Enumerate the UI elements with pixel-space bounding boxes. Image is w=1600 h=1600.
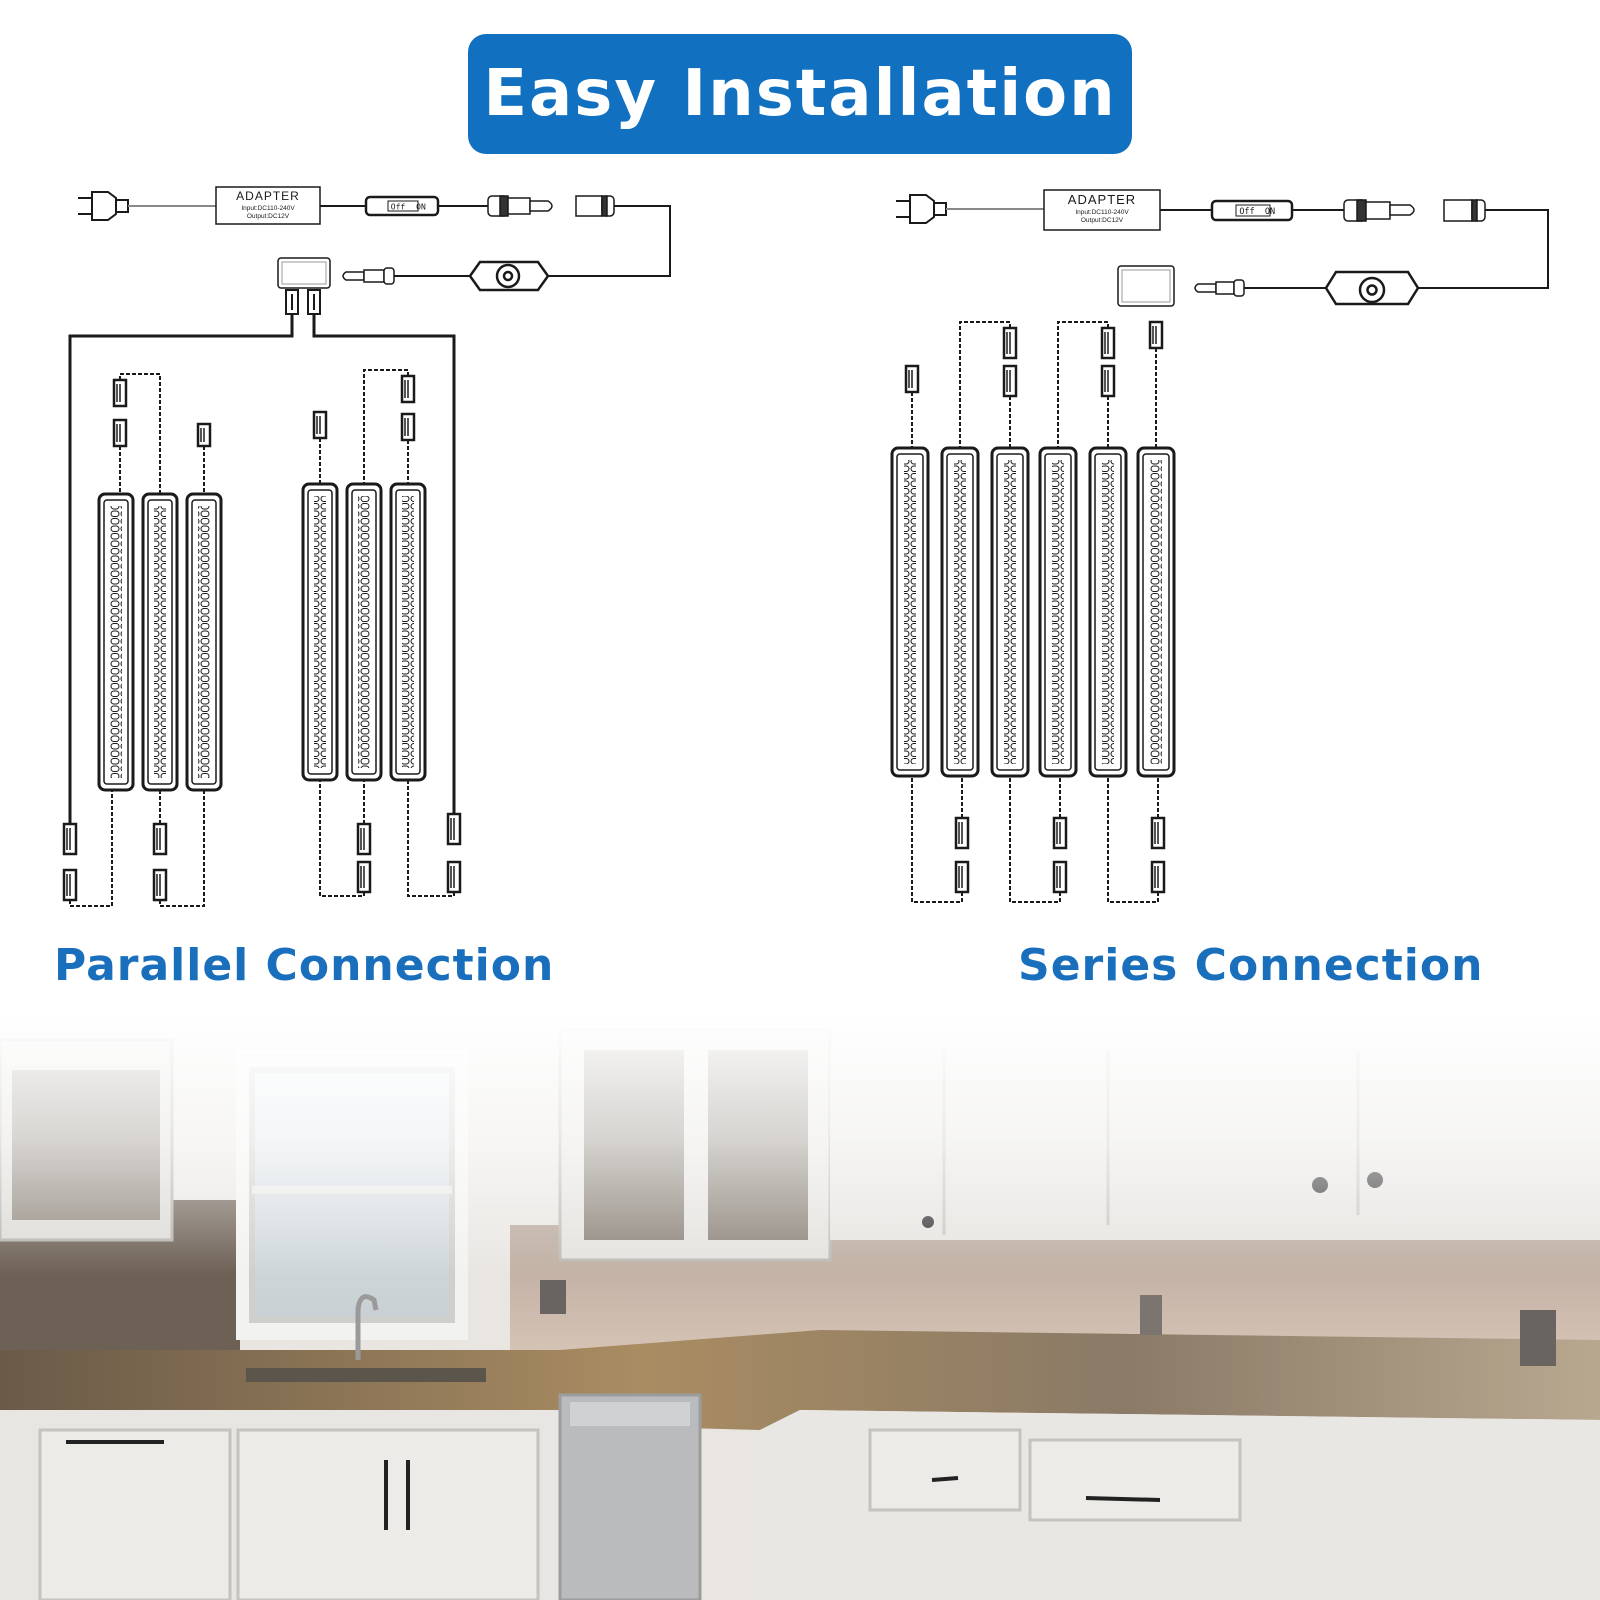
connector-plug: [152, 822, 168, 856]
adapter-box: ADAPTER Input:DC110-240V Output:DC12V: [215, 186, 321, 225]
connection-cable: [319, 780, 365, 897]
series-power-chain: ADAPTER Input:DC110-240V Output:DC12V Of…: [896, 189, 1549, 307]
connector-plug: [1148, 320, 1164, 350]
connector-plug: [954, 860, 970, 894]
dc-male-connector: [1343, 199, 1415, 222]
connection-cable: [69, 790, 113, 907]
connector-plug: [356, 822, 372, 856]
connector-plug: [446, 860, 462, 894]
connector-plug: [312, 410, 328, 440]
adapter-input: Input:DC110-240V: [241, 205, 295, 212]
title-banner: Easy Installation: [468, 34, 1132, 154]
led-light-bar: [890, 446, 930, 778]
led-light-bar: [345, 482, 383, 782]
connector-plug: [112, 378, 128, 408]
dimmer-knob-icon: [1324, 270, 1420, 306]
dimmer-knob-icon: [468, 260, 550, 292]
on-off-switch: Off ON: [1210, 199, 1294, 222]
led-light-bar: [990, 446, 1030, 778]
adapter-box: ADAPTER Input:DC110-240V Output:DC12V: [1043, 189, 1161, 231]
parallel-power-chain: ADAPTER Input:DC110-240V Output:DC12V Of…: [68, 186, 671, 824]
adapter-output: Output:DC12V: [1081, 217, 1124, 224]
dc-male-connector: [487, 195, 553, 217]
connector-plug: [400, 374, 416, 404]
parallel-led-bars: [62, 369, 462, 907]
connector-plug: [112, 418, 128, 448]
led-light-bar: [940, 446, 980, 778]
switch-on-label: ON: [1265, 207, 1275, 217]
dc-female-connector: [1443, 199, 1486, 222]
connection-cable: [1107, 776, 1159, 903]
parallel-connection-caption: Parallel Connection: [54, 940, 555, 991]
dimmer-output-connector: [1194, 279, 1245, 297]
connector-plug: [446, 812, 462, 846]
led-light-bar: [1136, 446, 1176, 778]
adapter-output: Output:DC12V: [247, 213, 290, 220]
led-light-bar: [97, 492, 135, 792]
switch-on-label: ON: [416, 203, 426, 212]
dimmer-output-connector: [342, 267, 395, 285]
dc-female-connector: [575, 195, 615, 217]
kitchen-photo-icon: [0, 1010, 1600, 1600]
connector-plug: [62, 822, 78, 856]
adapter-input: Input:DC110-240V: [1075, 209, 1129, 216]
connection-cable: [363, 369, 409, 484]
end-cap-box: [1117, 265, 1175, 307]
connector-plug: [400, 412, 416, 442]
connection-cable: [159, 790, 205, 907]
connector-plug: [954, 816, 970, 850]
led-light-bar: [301, 482, 339, 782]
adapter-label: ADAPTER: [1068, 192, 1136, 207]
connector-plug: [1150, 816, 1166, 850]
switch-off-label: Off: [391, 203, 406, 212]
switch-off-label: Off: [1239, 207, 1254, 217]
led-light-bar: [185, 492, 223, 792]
connection-cable: [119, 373, 161, 494]
connection-cable: [1057, 321, 1109, 448]
connector-plug: [1002, 364, 1018, 398]
connection-cable: [911, 776, 963, 903]
connector-plug: [1052, 816, 1068, 850]
power-plug-icon: [896, 194, 947, 224]
led-light-bar: [1038, 446, 1078, 778]
connector-plug: [152, 868, 168, 902]
connector-plug: [1100, 364, 1116, 398]
splitter-box: [277, 257, 331, 315]
page-title: Easy Installation: [483, 57, 1117, 131]
power-plug-icon: [78, 191, 129, 221]
connection-cable: [959, 321, 1011, 448]
connector-plug: [196, 422, 212, 448]
connection-cable: [1009, 776, 1061, 903]
on-off-switch: Off ON: [364, 195, 440, 217]
connector-plug: [1100, 326, 1116, 360]
led-light-bar: [389, 482, 427, 782]
connector-plug: [62, 868, 78, 902]
connector-plug: [904, 364, 920, 394]
connector-plug: [356, 860, 372, 894]
connection-cable: [407, 780, 455, 897]
led-light-bar: [141, 492, 179, 792]
led-light-bar: [1088, 446, 1128, 778]
connector-plug: [1150, 860, 1166, 894]
series-connection-caption: Series Connection: [1018, 940, 1484, 991]
connector-plug: [1002, 326, 1018, 360]
wiring-diagram: ADAPTER Input:DC110-240V Output:DC12V Of…: [62, 186, 1549, 907]
adapter-label: ADAPTER: [236, 189, 300, 203]
connector-plug: [1052, 860, 1068, 894]
series-led-bars: [890, 320, 1176, 903]
